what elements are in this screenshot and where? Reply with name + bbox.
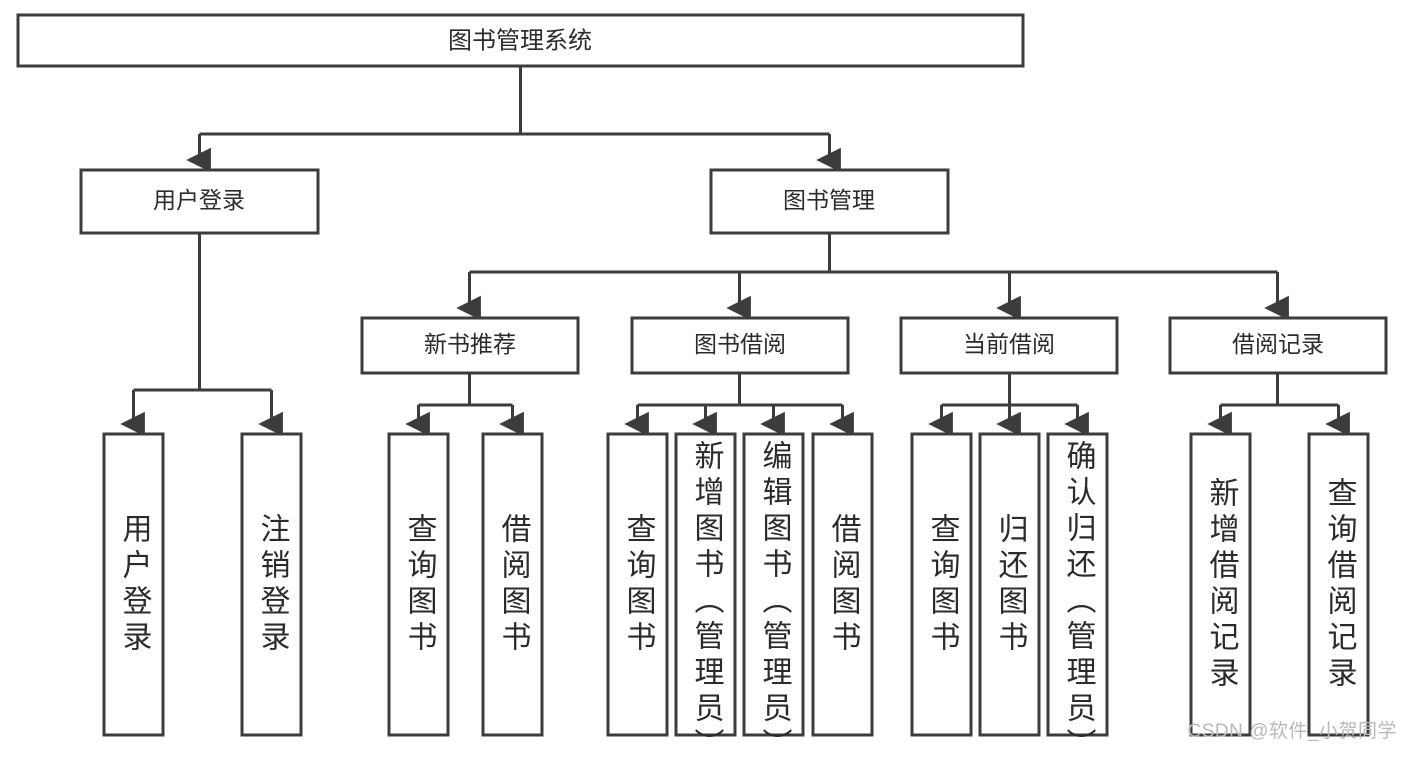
node-new-book-label: 新书推荐 bbox=[424, 331, 516, 357]
node-current-borrow[interactable]: 当前借阅 bbox=[899, 316, 1119, 375]
leaf-box-user-login-2[interactable] bbox=[240, 432, 303, 737]
leaf-box-borrow-4[interactable] bbox=[811, 432, 874, 737]
leaf-box-borrow-3[interactable] bbox=[742, 432, 805, 737]
leaf-box-borrow-1[interactable] bbox=[606, 432, 669, 737]
node-root-label: 图书管理系统 bbox=[448, 27, 592, 54]
node-user-login-box[interactable] bbox=[79, 168, 320, 235]
node-current-borrow-box[interactable] bbox=[899, 316, 1119, 375]
function-structure-diagram: 图书管理系统 用户登录 图书管理 新书推荐 图书借阅 当前借阅 借阅记录 bbox=[16, 13, 1397, 764]
leaf-box-borrow-2[interactable] bbox=[674, 432, 737, 737]
leaf-box-record-2[interactable] bbox=[1307, 432, 1370, 737]
watermark-text: CSDN @软件_小贺同学 bbox=[1187, 721, 1397, 742]
node-record-label: 借阅记录 bbox=[1232, 331, 1324, 357]
leaf-box-new-book-1[interactable] bbox=[387, 432, 450, 737]
leaf-box-current-borrow-2[interactable] bbox=[978, 432, 1041, 737]
node-record[interactable]: 借阅记录 bbox=[1168, 316, 1388, 375]
node-root[interactable]: 图书管理系统 bbox=[16, 13, 1025, 68]
node-borrow-label: 图书借阅 bbox=[694, 331, 786, 357]
leaf-box-current-borrow-3[interactable] bbox=[1046, 432, 1109, 737]
leaf-box-current-borrow-1[interactable] bbox=[910, 432, 973, 737]
leaf-box-new-book-2[interactable] bbox=[481, 432, 544, 737]
connector-layer bbox=[120, 66, 1350, 437]
node-book-manage-label: 图书管理 bbox=[783, 187, 875, 213]
leaf-boxes bbox=[102, 432, 1370, 737]
node-user-login[interactable]: 用户登录 bbox=[79, 168, 320, 235]
node-root-box[interactable] bbox=[16, 13, 1025, 68]
diagram-canvas: 图书管理系统 用户登录 图书管理 新书推荐 图书借阅 当前借阅 借阅记录 bbox=[16, 13, 1388, 737]
node-user-login-label: 用户登录 bbox=[153, 187, 245, 213]
node-book-manage[interactable]: 图书管理 bbox=[709, 168, 950, 235]
node-new-book[interactable]: 新书推荐 bbox=[360, 316, 580, 375]
node-current-borrow-label: 当前借阅 bbox=[963, 331, 1055, 357]
leaf-box-user-login-1[interactable] bbox=[102, 432, 165, 737]
node-borrow[interactable]: 图书借阅 bbox=[630, 316, 850, 375]
leaf-box-record-1[interactable] bbox=[1189, 432, 1252, 737]
node-book-manage-box[interactable] bbox=[709, 168, 950, 235]
node-record-box[interactable] bbox=[1168, 316, 1388, 375]
node-new-book-box[interactable] bbox=[360, 316, 580, 375]
node-borrow-box[interactable] bbox=[630, 316, 850, 375]
